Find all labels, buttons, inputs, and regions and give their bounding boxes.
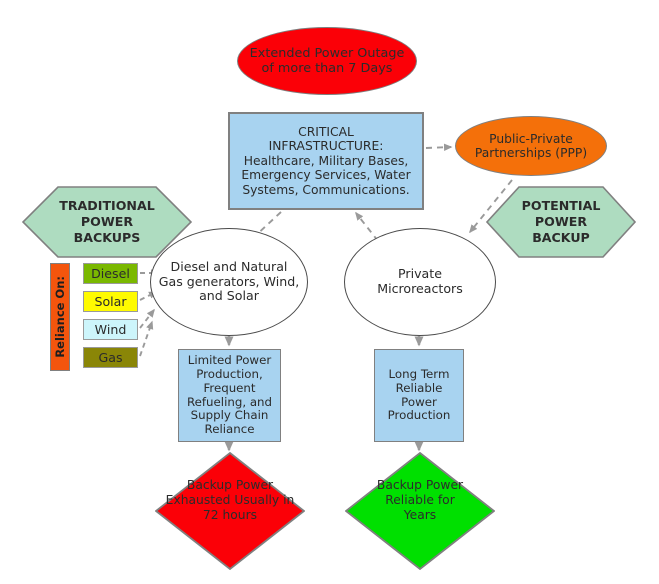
traditional-hex-shape <box>22 186 192 258</box>
pot-line3: BACKUP <box>532 229 590 245</box>
outage-line2: of more than 7 Days <box>261 61 393 76</box>
edge-gas-to-generators <box>139 320 154 357</box>
extended-power-outage-node[interactable]: Extended Power Outage of more than 7 Day… <box>237 27 417 95</box>
critical-infrastructure-node[interactable]: CRITICAL INFRASTRUCTURE: Healthcare, Mil… <box>228 112 424 210</box>
limited-line1: Limited Power <box>187 352 272 367</box>
critical-line4: Emergency Services, Water <box>241 168 411 183</box>
longterm-line3: Power <box>401 394 437 409</box>
pot-line2: POWER <box>534 214 588 230</box>
critical-line5: Systems, Communications. <box>242 182 410 197</box>
legend-diesel-label: Diesel <box>91 266 130 281</box>
micro-line2: Microreactors <box>377 281 463 296</box>
gen-line1: Diesel and Natural <box>170 258 288 274</box>
legend-item-wind[interactable]: Wind <box>83 319 138 340</box>
exhausted-line2: Exhausted Usually in <box>165 492 295 507</box>
edge-ppp-to-microreactors <box>469 179 513 234</box>
traditional-power-backups-node[interactable]: TRADITIONAL POWER BACKUPS <box>22 186 192 258</box>
limited-line2: Production, <box>196 366 263 381</box>
gen-line3: and Solar <box>199 288 259 304</box>
green-diamond-shape <box>345 452 495 570</box>
public-private-partnerships-node[interactable]: Public-Private Partnerships (PPP) <box>455 116 607 176</box>
reliable-line2: Reliable for <box>385 492 455 507</box>
legend-solar-label: Solar <box>94 294 127 309</box>
limited-line5: Supply Chain <box>190 408 269 423</box>
micro-line1: Private <box>398 266 442 282</box>
generators-node[interactable]: Diesel and Natural Gas generators, Wind,… <box>150 228 308 336</box>
critical-line2: INFRASTRUCTURE: <box>268 139 384 154</box>
legend-wind-label: Wind <box>94 322 127 337</box>
ppp-line2: Partnerships (PPP) <box>474 146 588 160</box>
legend-item-solar[interactable]: Solar <box>83 291 138 312</box>
limited-power-production-node[interactable]: Limited Power Production, Frequent Refue… <box>178 349 281 442</box>
exhausted-line1: Backup Power <box>186 477 274 492</box>
trad-line3: BACKUPS <box>73 229 141 245</box>
critical-line1: CRITICAL <box>298 124 354 139</box>
limited-line6: Reliance <box>204 422 255 437</box>
potential-power-backup-node[interactable]: POTENTIAL POWER BACKUP <box>486 186 636 258</box>
legend-item-gas[interactable]: Gas <box>83 347 138 368</box>
reliable-line3: Years <box>403 507 437 522</box>
exhausted-line3: 72 hours <box>202 507 258 522</box>
microreactors-node[interactable]: Private Microreactors <box>344 228 496 336</box>
pot-line1: POTENTIAL <box>521 198 601 214</box>
outage-line1: Extended Power Outage <box>249 45 405 61</box>
trad-line2: POWER <box>80 214 134 230</box>
legend-gas-label: Gas <box>98 350 123 365</box>
critical-line3: Healthcare, Military Bases, <box>243 153 409 168</box>
longterm-line4: Production <box>387 408 451 423</box>
edge-microreactors-to-critical <box>355 211 379 242</box>
longterm-line1: Long Term <box>388 366 450 381</box>
backup-power-reliable-node[interactable]: Backup Power Reliable for Years <box>345 452 495 570</box>
long-term-power-node[interactable]: Long Term Reliable Power Production <box>374 349 464 442</box>
legend-item-diesel[interactable]: Diesel <box>83 263 138 284</box>
potential-hex-shape <box>486 186 636 258</box>
longterm-line2: Reliable <box>395 380 443 395</box>
edge-wind-to-generators <box>139 308 155 329</box>
ppp-line1: Public-Private <box>489 131 573 146</box>
reliance-axis-text: Reliance On: <box>53 276 67 358</box>
edge-critical-to-ppp <box>425 143 453 151</box>
edge-solar-to-generators <box>139 291 158 301</box>
reliance-on-axis-label: Reliance On: <box>50 263 70 371</box>
trad-line1: TRADITIONAL <box>59 198 155 214</box>
reliable-line1: Backup Power <box>376 477 464 492</box>
limited-line3: Frequent <box>203 380 256 395</box>
gen-line2: Gas generators, Wind, <box>158 273 300 289</box>
backup-power-exhausted-node[interactable]: Backup Power Exhausted Usually in 72 hou… <box>155 452 305 570</box>
limited-line4: Refueling, and <box>186 394 273 409</box>
red-diamond-shape <box>155 452 305 570</box>
